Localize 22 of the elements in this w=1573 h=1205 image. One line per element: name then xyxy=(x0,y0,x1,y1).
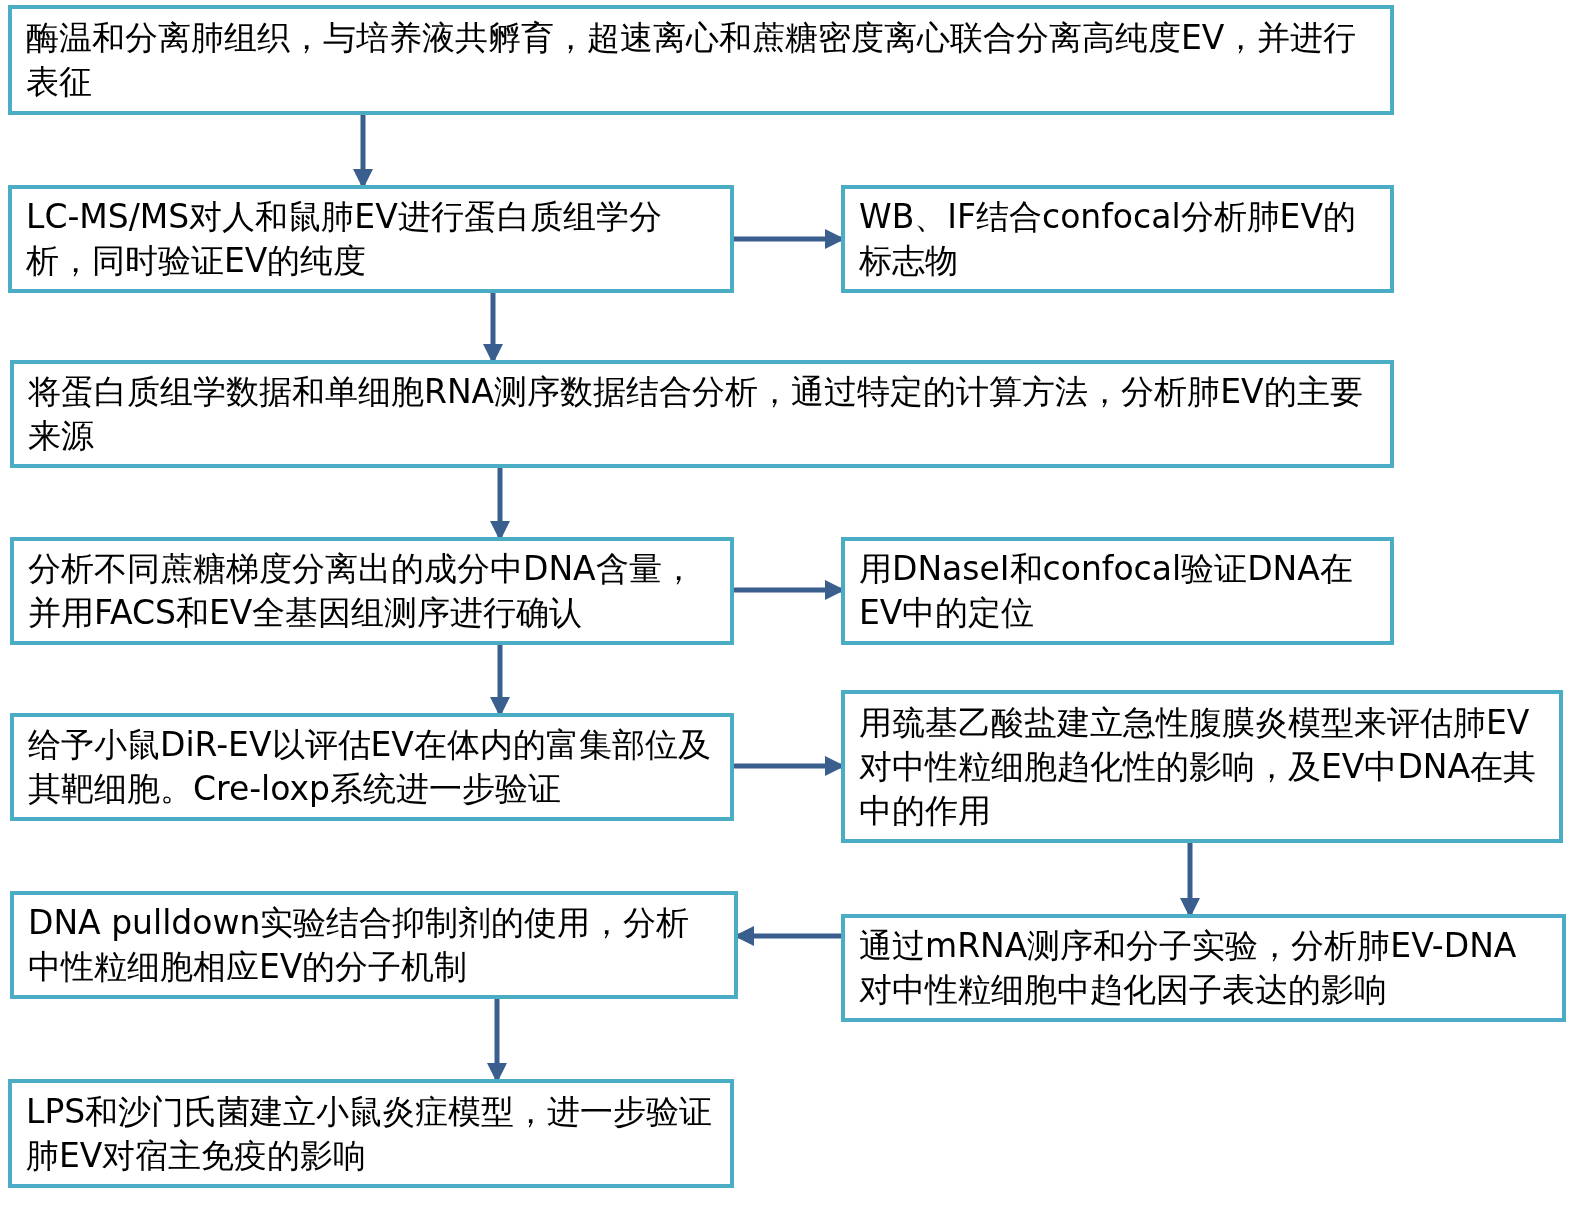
step-text: 将蛋白质组学数据和单细胞RNA测序数据结合分析，通过特定的计算方法，分析肺EV的主要来源 xyxy=(28,372,1363,455)
step-text: 给予小鼠DiR-EV以评估EV在体内的富集部位及其靶细胞。Cre-loxp系统进一步验证 xyxy=(28,725,711,808)
process-box xyxy=(841,690,1563,843)
process-box xyxy=(841,185,1394,293)
step-text: 用DNaseI和confocal验证DNA在EV中的定位 xyxy=(859,549,1353,632)
step-text: DNA pulldown实验结合抑制剂的使用，分析中性粒细胞相应EV的分子机制 xyxy=(28,903,690,986)
process-box xyxy=(841,914,1566,1022)
step-text: LC-MS/MS对人和鼠肺EV进行蛋白质组学分析，同时验证EV的纯度 xyxy=(26,197,662,280)
step-text: 通过mRNA测序和分子实验，分析肺EV-DNA对中性粒细胞中趋化因子表达的影响 xyxy=(859,926,1517,1009)
process-box xyxy=(10,360,1394,468)
process-box xyxy=(10,537,734,645)
process-box xyxy=(8,185,734,293)
step-text: 用巯基乙酸盐建立急性腹膜炎模型来评估肺EV对中性粒细胞趋化性的影响，及EV中DNA在其中的作用 xyxy=(859,702,1537,830)
step-text: LPS和沙门氏菌建立小鼠炎症模型，进一步验证肺EV对宿主免疫的影响 xyxy=(26,1091,713,1175)
step-text: 分析不同蔗糖梯度分离出的成分中DNA含量，并用FACS和EV全基因组测序进行确认 xyxy=(28,549,695,632)
process-box xyxy=(841,537,1394,645)
step-text: WB、IF结合confocal分析肺EV的标志物 xyxy=(859,197,1356,280)
process-box xyxy=(10,713,734,821)
process-box xyxy=(8,1079,734,1188)
process-box xyxy=(10,891,738,999)
process-box xyxy=(8,5,1394,115)
step-text: 酶温和分离肺组织，与培养液共孵育，超速离心和蔗糖密度离心联合分离高纯度EV，并进行表征 xyxy=(26,18,1357,101)
